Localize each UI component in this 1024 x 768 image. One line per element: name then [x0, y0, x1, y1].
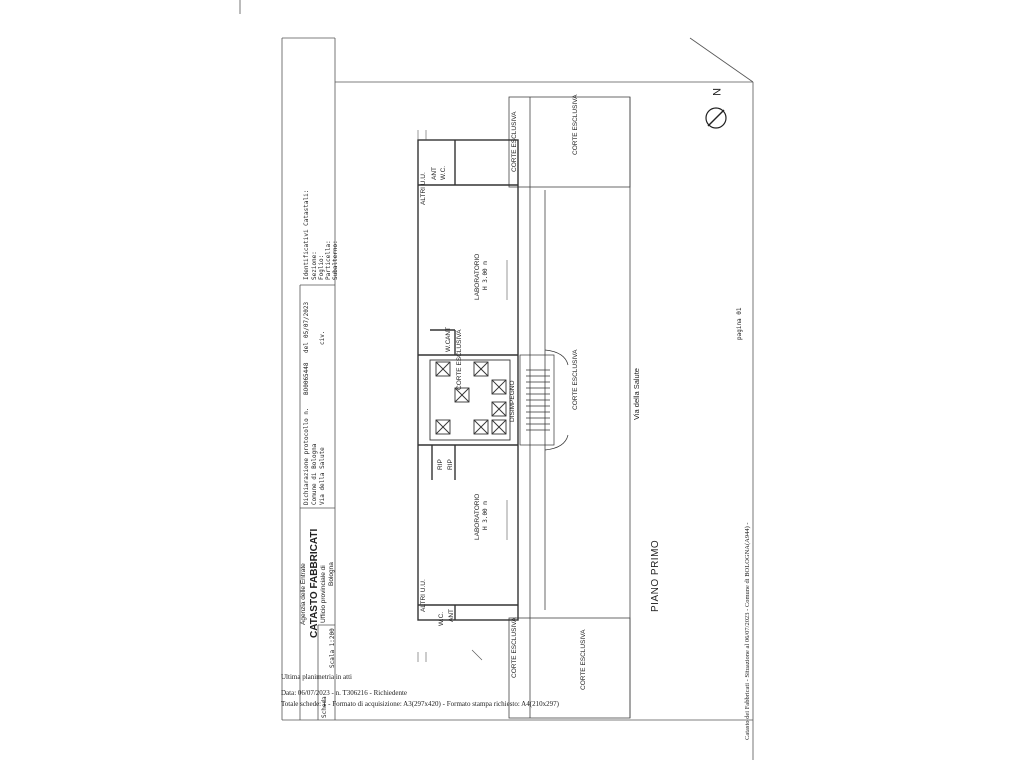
- corte-right-bottom: CORTE ESCLUSIVA: [580, 629, 587, 690]
- room-ant-mid: ANT: [445, 327, 452, 340]
- floor-label: PIANO PRIMO: [650, 539, 661, 612]
- declaration-date: 05/07/2023: [303, 301, 310, 338]
- footer-line-3: Totale schede: 1 - Formato di acquisizio…: [281, 700, 559, 708]
- date-label: del: [303, 342, 310, 353]
- north-arrow-icon: [705, 107, 727, 129]
- corte-right-top: CORTE ESCLUSIVA: [572, 94, 579, 155]
- address: Via della Salute: [319, 447, 326, 505]
- room-rip-1: RIP: [437, 459, 444, 470]
- header-agency: Agenzia delle Entrate: [300, 563, 307, 625]
- room-rip-2: RIP: [447, 459, 454, 470]
- north-label: N: [710, 88, 722, 97]
- footer-right-text: Catasto dei Fabbricati - Situazione al 0…: [744, 522, 751, 740]
- declaration-label: Dichiarazione protocollo n.: [303, 407, 310, 505]
- room-lab-upper: LABORATORIO: [474, 253, 481, 300]
- corte-r-top: CORTE ESCLUSIVA: [511, 111, 518, 172]
- protocol-number: BO0065448: [303, 362, 310, 395]
- municipality: Comune di Bologna: [311, 443, 318, 505]
- room-lab-upper-height: H 3.00 m: [482, 261, 489, 290]
- room-lab-lower-height: H 3.00 m: [482, 501, 489, 530]
- identifier-sheet: Foglio:: [318, 254, 325, 280]
- room-wc-bottom: W.C.: [438, 611, 445, 626]
- civic-label: civ.: [319, 330, 326, 345]
- page-label: pagina 01: [736, 307, 743, 340]
- header-office: Ufficio provinciale di: [320, 565, 327, 623]
- room-altri-uu-bottom: ALTRI U.U.: [420, 579, 427, 612]
- room-lab-lower: LABORATORIO: [474, 493, 481, 540]
- footer-line-1: Ultima planimetria in atti: [281, 673, 352, 681]
- street-name: Via della Salute: [632, 368, 641, 420]
- room-wc-top: W.C.: [440, 165, 447, 180]
- room-corte-center: CORTE ESCLUSIVA: [456, 329, 463, 390]
- room-altri-uu-top: ALTRI U.U.: [420, 172, 427, 205]
- identifier-subaltern: Subalterno:: [332, 240, 339, 280]
- room-disimpegno: DISIMPEGNO: [509, 380, 516, 422]
- identifier-section: Sezione:: [311, 251, 318, 280]
- footer-line-2: Data: 06/07/2023 - n. T306216 - Richiede…: [281, 689, 408, 697]
- corte-r-mid: CORTE ESCLUSIVA: [572, 349, 579, 410]
- room-ant-top: ANT: [431, 167, 438, 180]
- scale-label: Scala 1:200: [329, 628, 336, 668]
- corte-r-bottom: CORTE ESCLUSIVA: [511, 617, 518, 678]
- header-city: Bologna: [328, 562, 335, 586]
- room-wc-mid: W.C.: [445, 337, 452, 352]
- identifier-parcel: Particella:: [325, 240, 332, 280]
- identifiers-title: Identificativi Catastali:: [303, 189, 310, 280]
- header-cadastre: CATASTO FABBRICATI: [309, 528, 320, 638]
- room-ant-bottom: ANT: [448, 609, 455, 622]
